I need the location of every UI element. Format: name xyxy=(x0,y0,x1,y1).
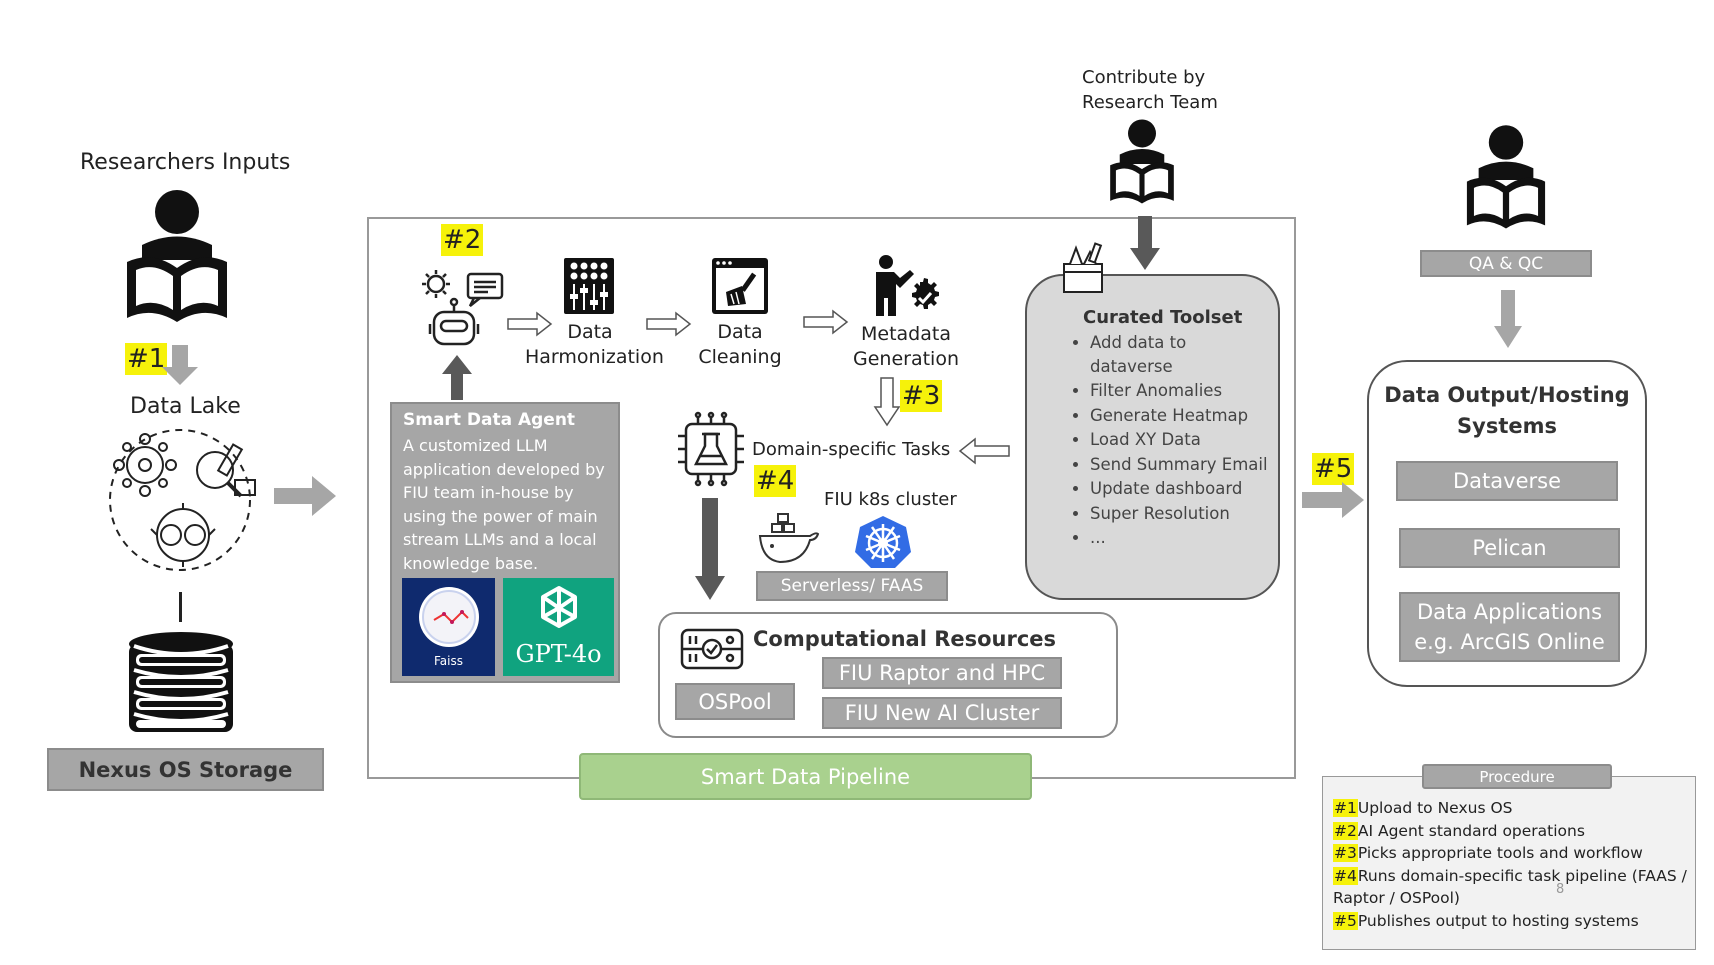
data-lake-icon xyxy=(109,429,256,571)
curated-toolset-panel xyxy=(1025,274,1280,600)
server-icon xyxy=(680,628,744,670)
procedure-item: #4Runs domain-specific task pipeline (FA… xyxy=(1333,866,1687,907)
procedure-title: Procedure xyxy=(1422,764,1612,789)
tag-2: #2 xyxy=(441,224,484,256)
tool-item: Send Summary Email xyxy=(1090,453,1273,477)
procedure-panel xyxy=(1322,776,1696,950)
smart-data-agent-desc: A customized LLM application developed b… xyxy=(403,436,605,573)
computational-resources-panel xyxy=(658,612,1118,738)
procedure-item: #1Upload to Nexus OS xyxy=(1333,799,1513,817)
procedure-item: #3Picks appropriate tools and workflow xyxy=(1333,844,1643,862)
fiu-raptor-hpc-box: FIU Raptor and HPC xyxy=(822,657,1062,689)
connector-line xyxy=(179,592,182,622)
computational-resources-title: Computational Resources xyxy=(753,627,1057,651)
data-cleaning-icon xyxy=(712,258,768,314)
faiss-label: Faiss xyxy=(434,654,463,668)
metadata-generation-icon xyxy=(876,255,939,316)
down-arrow-metadata xyxy=(873,377,901,427)
tool-item: Generate Heatmap xyxy=(1090,404,1273,428)
data-lake-label: Data Lake xyxy=(130,394,241,419)
arrow-cleaning-to-metadata xyxy=(803,309,849,335)
page-number: 8 xyxy=(1556,882,1565,897)
procedure-item: #5Publishes output to hosting systems xyxy=(1333,911,1639,930)
faiss-logo: Faiss xyxy=(402,578,495,676)
data-output-panel xyxy=(1367,360,1647,687)
down-arrow-1 xyxy=(162,345,198,385)
data-harmonization-icon xyxy=(564,258,614,314)
arrow-to-pipeline xyxy=(274,476,336,516)
tool-item: Super Resolution xyxy=(1090,502,1273,526)
robot-agent-icon xyxy=(422,270,504,346)
pelican-box: Pelican xyxy=(1399,528,1620,568)
tag-1: #1 xyxy=(125,343,168,375)
down-arrow-contribute xyxy=(1130,216,1160,270)
down-arrow-to-compute xyxy=(695,498,725,600)
arrow-harmonization-to-cleaning xyxy=(646,311,692,337)
tool-item: Filter Anomalies xyxy=(1090,379,1273,403)
contributor-reading-icon xyxy=(1110,119,1174,204)
arrow-toolset-to-tasks xyxy=(958,437,1010,465)
gpt-4o-logo: GPT-4o xyxy=(503,578,614,676)
domain-tasks-chip-icon xyxy=(678,411,744,487)
nexus-os-storage-box: Nexus OS Storage xyxy=(47,748,324,791)
tool-item: Load XY Data xyxy=(1090,428,1273,452)
ospool-box: OSPool xyxy=(675,683,795,720)
procedure-item: #2AI Agent standard operations xyxy=(1333,821,1585,840)
arrow-agent-to-harmonization xyxy=(507,311,553,337)
docker-whale-icon xyxy=(758,513,820,564)
serverless-faas-box: Serverless/ FAAS xyxy=(756,571,948,601)
fiu-ai-cluster-box: FIU New AI Cluster xyxy=(822,697,1062,729)
kubernetes-icon xyxy=(855,516,911,568)
researcher-reading-icon xyxy=(127,190,227,322)
toolbox-icon xyxy=(1063,242,1103,293)
curated-toolset-title: Curated Toolset xyxy=(1083,307,1243,328)
gpt-4o-label: GPT-4o xyxy=(515,640,602,668)
arrow-to-output xyxy=(1302,482,1364,518)
k8s-cluster-label: FIU k8s cluster xyxy=(824,489,957,510)
tool-item: ... xyxy=(1090,526,1273,550)
smart-data-pipeline-label: Smart Data Pipeline xyxy=(579,753,1032,800)
dataverse-box: Dataverse xyxy=(1396,461,1618,501)
down-arrow-qa xyxy=(1494,290,1522,348)
procedure-list: #1Upload to Nexus OS #2AI Agent standard… xyxy=(1333,797,1689,932)
qa-qc-box: QA & QC xyxy=(1420,250,1592,277)
domain-tasks-label: Domain-specific Tasks xyxy=(752,439,951,460)
smart-data-agent-title: Smart Data Agent xyxy=(403,410,576,430)
smart-data-agent-box: Smart Data Agent A customized LLM applic… xyxy=(390,402,620,683)
database-icon xyxy=(129,632,233,732)
up-arrow-agent xyxy=(442,355,472,400)
tag-4: #4 xyxy=(754,465,797,497)
qa-reading-icon xyxy=(1466,125,1546,229)
tool-item: Update dashboard xyxy=(1090,477,1273,501)
researchers-inputs-label: Researchers Inputs xyxy=(80,150,291,175)
tag-3: #3 xyxy=(900,380,943,412)
tool-item: Add data to dataverse xyxy=(1090,331,1273,378)
tag-5: #5 xyxy=(1312,453,1355,485)
curated-toolset-list: Add data to dataverse Filter Anomalies G… xyxy=(1048,331,1273,551)
